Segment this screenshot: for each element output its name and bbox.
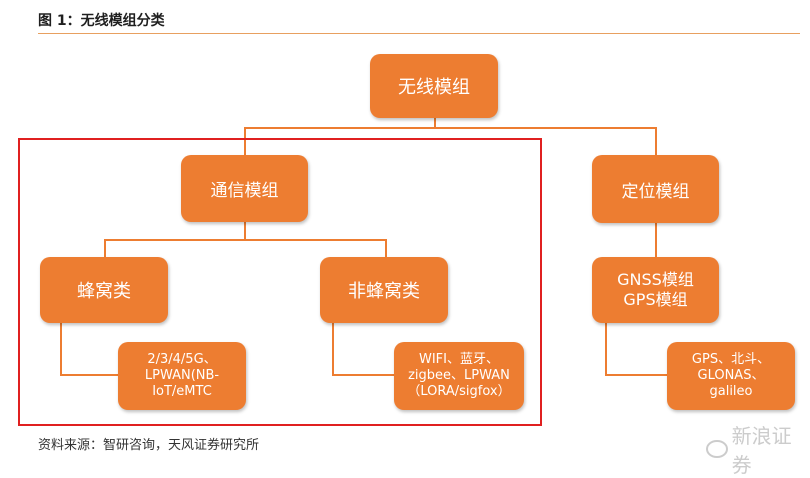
gnss-module-node: GNSS模组 GPS模组 — [592, 257, 719, 323]
noncellular-item-1: WIFI、蓝牙、 — [418, 352, 499, 367]
connector-positioning-up — [655, 127, 657, 155]
cellular-item-2: LPWAN(NB- — [144, 368, 220, 383]
connector-level1-horizontal — [244, 127, 656, 129]
cellular-node: 蜂窝类 — [40, 257, 168, 323]
root-node: 无线模组 — [370, 54, 498, 118]
connector-level2-horizontal — [104, 239, 386, 241]
noncellular-item-2: zigbee、LPWAN — [408, 368, 510, 383]
noncellular-items-node: WIFI、蓝牙、 zigbee、LPWAN （LORA/sigfox） — [394, 342, 524, 410]
noncellular-item-3: （LORA/sigfox） — [407, 384, 511, 399]
communication-highlight-box — [18, 138, 542, 426]
comm-module-node: 通信模组 — [181, 155, 308, 222]
gnss-line-2: GPS模组 — [623, 290, 688, 309]
watermark: 新浪证券 — [706, 420, 810, 478]
cellular-items-node: 2/3/4/5G、 LPWAN(NB- IoT/eMTC — [118, 342, 246, 410]
weibo-logo-icon — [706, 440, 728, 458]
title-divider — [38, 33, 800, 34]
gnss-item-3: galileo — [709, 384, 753, 399]
source-note: 资料来源：智研咨询，天风证券研究所 — [38, 438, 260, 453]
cellular-item-1: 2/3/4/5G、 — [147, 352, 217, 367]
connector-noncellular-items-horizontal — [332, 374, 394, 376]
gnss-line-1: GNSS模组 — [617, 270, 694, 289]
connector-positioning-down — [655, 223, 657, 257]
connector-cellular-items-horizontal — [60, 374, 118, 376]
connector-noncellular-items-vertical — [332, 323, 334, 375]
connector-noncellular-up — [385, 239, 387, 257]
connector-gnss-items-vertical — [605, 323, 607, 375]
gnss-item-1: GPS、北斗、 — [691, 352, 771, 367]
connector-comm-up — [244, 127, 246, 155]
gnss-item-2: GLONAS、 — [697, 368, 765, 383]
positioning-module-node: 定位模组 — [592, 155, 719, 223]
figure-title: 图 1：无线模组分类 — [38, 13, 165, 29]
watermark-text: 新浪证券 — [731, 424, 792, 477]
connector-comm-down — [244, 222, 246, 240]
connector-cellular-up — [104, 239, 106, 257]
gnss-items-node: GPS、北斗、 GLONAS、 galileo — [667, 342, 795, 410]
connector-gnss-items-horizontal — [605, 374, 667, 376]
connector-cellular-items-vertical — [60, 323, 62, 375]
noncellular-node: 非蜂窝类 — [320, 257, 448, 323]
cellular-item-3: IoT/eMTC — [152, 384, 212, 399]
connector-root-down — [434, 118, 436, 128]
